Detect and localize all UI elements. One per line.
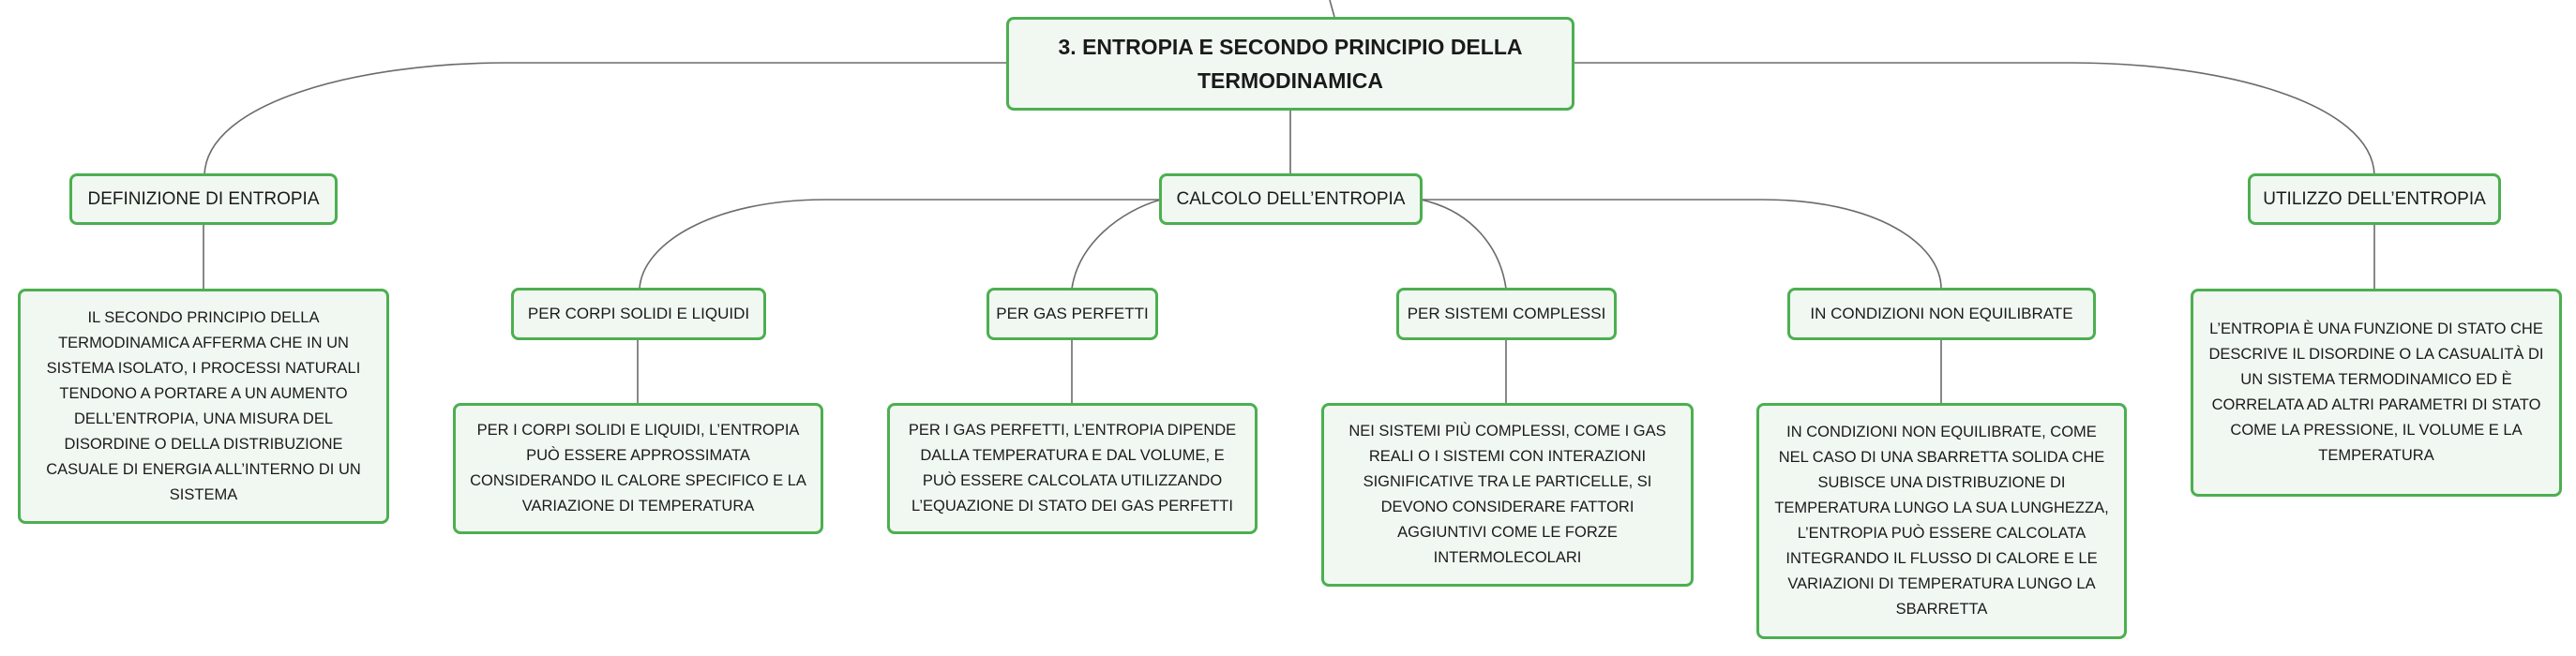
detail-definizione-entropia[interactable]: IL SECONDO PRINCIPIO DELLA TERMODINAMICA… [18, 289, 389, 524]
detail-solidi-text: PER I CORPI SOLIDI E LIQUIDI, L’ENTROPIA… [470, 422, 806, 514]
detail-definizione-text: IL SECONDO PRINCIPIO DELLA TERMODINAMICA… [46, 308, 361, 503]
subtopic-complessi-label: PER SISTEMI COMPLESSI [1407, 305, 1606, 322]
detail-nonequilibrate-text: IN CONDIZIONI NON EQUILIBRATE, COME NEL … [1774, 424, 2109, 618]
connector-calcolo-solidi [639, 199, 1161, 290]
connector-root-incoming [1329, 0, 1335, 18]
subtopic-condizioni-non-equilibrate[interactable]: IN CONDIZIONI NON EQUILIBRATE [1787, 288, 2096, 340]
subtopic-gas-perfetti[interactable]: PER GAS PERFETTI [987, 288, 1158, 340]
detail-gas-text: PER I GAS PERFETTI, L’ENTROPIA DIPENDE D… [908, 422, 1237, 514]
topic-calcolo-entropia[interactable]: CALCOLO DELL’ENTROPIA [1159, 173, 1423, 225]
connector-calcolo-gas [1071, 199, 1162, 290]
topic-definizione-label: DEFINIZIONE DI ENTROPIA [87, 188, 320, 209]
detail-corpi-solidi-liquidi[interactable]: PER I CORPI SOLIDI E LIQUIDI, L’ENTROPIA… [453, 403, 823, 534]
detail-utilizzo-entropia[interactable]: L’ENTROPIA È UNA FUNZIONE DI STATO CHE D… [2191, 289, 2562, 497]
connector-root-definizione [203, 62, 1008, 176]
root-topic-title: 3. ENTROPIA E SECONDO PRINCIPIO DELLA TE… [1058, 35, 1523, 93]
topic-calcolo-label: CALCOLO DELL’ENTROPIA [1176, 188, 1406, 209]
detail-condizioni-non-equilibrate[interactable]: IN CONDIZIONI NON EQUILIBRATE, COME NEL … [1756, 403, 2127, 639]
root-topic-node[interactable]: 3. ENTROPIA E SECONDO PRINCIPIO DELLA TE… [1006, 17, 1574, 111]
subtopic-nonequilibrate-label: IN CONDIZIONI NON EQUILIBRATE [1810, 305, 2073, 322]
detail-gas-perfetti[interactable]: PER I GAS PERFETTI, L’ENTROPIA DIPENDE D… [887, 403, 1258, 534]
subtopic-corpi-solidi-liquidi[interactable]: PER CORPI SOLIDI E LIQUIDI [511, 288, 766, 340]
connector-calcolo-complessi [1420, 199, 1507, 290]
connector-root-utilizzo [1573, 62, 2375, 176]
topic-utilizzo-label: UTILIZZO DELL’ENTROPIA [2263, 188, 2486, 209]
connector-calcolo-nonequilibrate [1421, 199, 1942, 290]
detail-sistemi-complessi[interactable]: NEI SISTEMI PIÙ COMPLESSI, COME I GAS RE… [1321, 403, 1694, 587]
topic-definizione-entropia[interactable]: DEFINIZIONE DI ENTROPIA [69, 173, 338, 225]
subtopic-gas-label: PER GAS PERFETTI [996, 305, 1149, 322]
topic-utilizzo-entropia[interactable]: UTILIZZO DELL’ENTROPIA [2248, 173, 2501, 225]
subtopic-solidi-label: PER CORPI SOLIDI E LIQUIDI [527, 305, 750, 322]
detail-utilizzo-text: L’ENTROPIA È UNA FUNZIONE DI STATO CHE D… [2208, 321, 2544, 464]
detail-complessi-text: NEI SISTEMI PIÙ COMPLESSI, COME I GAS RE… [1348, 423, 1666, 566]
subtopic-sistemi-complessi[interactable]: PER SISTEMI COMPLESSI [1396, 288, 1617, 340]
